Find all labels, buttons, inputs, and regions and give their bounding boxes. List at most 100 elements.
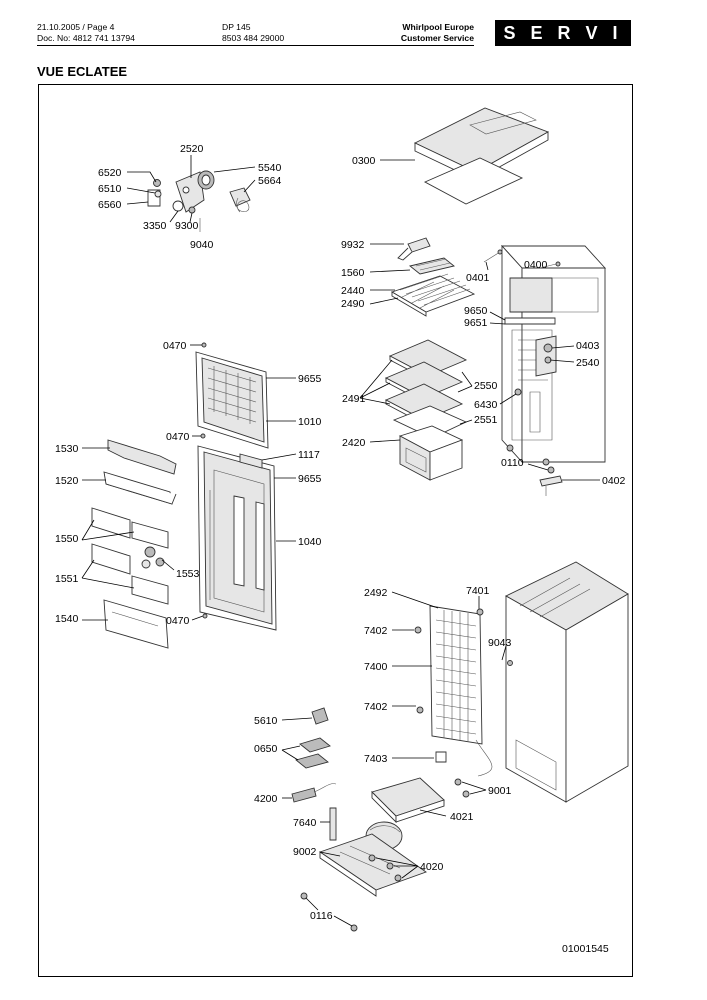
- screw-9043: [507, 660, 513, 666]
- top-cover-0300: [413, 107, 550, 205]
- label-0300: 0300: [352, 155, 376, 167]
- label-9655-top: 9655: [298, 373, 322, 385]
- label-6560: 6560: [98, 199, 122, 211]
- thermostat-screw: [188, 206, 196, 214]
- fasteners-9001: [454, 778, 470, 798]
- label-2440: 2440: [341, 285, 365, 297]
- label-0470-bottom: 0470: [166, 615, 190, 627]
- egg-tray-1553: [144, 546, 156, 558]
- label-9655-bottom: 9655: [298, 473, 322, 485]
- fridge-compartment: [511, 329, 553, 441]
- freezer-grid-2440: [390, 273, 476, 317]
- label-9300: 9300: [175, 220, 199, 232]
- hinge-0470-bottom: [202, 613, 208, 619]
- clip-7402-top: [414, 626, 422, 634]
- condenser-7400: [429, 605, 493, 777]
- label-5540: 5540: [258, 162, 282, 174]
- filter-drier-4200: [291, 783, 337, 803]
- service-badge: S E R V I C E: [495, 20, 631, 69]
- foot-parts: [539, 466, 563, 496]
- balcony-1540: [103, 599, 169, 649]
- hinge-0470-mid: [200, 433, 206, 439]
- balcony-1550-right: [131, 521, 169, 549]
- foot-right: [542, 458, 550, 466]
- label-1530: 1530: [55, 443, 79, 455]
- label-0402: 0402: [602, 475, 626, 487]
- cover-plate: [423, 157, 524, 205]
- freezer-door-liner: [201, 357, 265, 443]
- model-name: DP 145: [222, 22, 251, 32]
- label-1520: 1520: [55, 475, 79, 487]
- thermostat-assembly: [147, 170, 251, 232]
- label-3350: 3350: [143, 220, 167, 232]
- fridge-door: [197, 445, 277, 631]
- hinge-0470-top: [201, 342, 207, 348]
- label-1117: 1117: [298, 449, 320, 461]
- label-2420: 2420: [342, 437, 366, 449]
- foot-left: [506, 444, 514, 452]
- door-rib-right: [255, 501, 265, 591]
- balcony-1551-left: [91, 543, 131, 575]
- pipe-7640: [329, 807, 337, 841]
- label-0470-mid: 0470: [166, 431, 190, 443]
- evaporator-coil: [518, 339, 548, 381]
- label-0401: 0401: [466, 272, 490, 284]
- bracket-hole: [182, 186, 190, 194]
- thermostat-knob-inner: [201, 174, 211, 186]
- balcony-1530: [107, 439, 177, 475]
- compartment-divider: [504, 317, 556, 325]
- label-2491: 2491: [342, 393, 366, 405]
- label-2551: 2551: [474, 414, 498, 426]
- clip-7401: [476, 608, 484, 616]
- label-9932: 9932: [341, 239, 365, 251]
- label-6520: 6520: [98, 167, 122, 179]
- label-0116: 0116: [310, 910, 333, 922]
- ice-scraper-9932: [397, 237, 431, 261]
- page-title: VUE ECLATEE: [37, 64, 128, 79]
- rear-cabinet-side: [505, 595, 567, 803]
- label-2492: 2492: [364, 587, 388, 599]
- model-code: 8503 484 29000: [222, 33, 285, 43]
- label-7401: 7401: [466, 585, 490, 597]
- lamp-bulb: [172, 200, 184, 212]
- label-0400: 0400: [524, 259, 548, 271]
- label-4200: 4200: [254, 793, 278, 805]
- label-7402-bottom: 7402: [364, 701, 388, 713]
- label-2550: 2550: [474, 380, 498, 392]
- ice-tray-1560: [408, 257, 456, 275]
- leaders-top-left: [126, 155, 256, 223]
- label-6430: 6430: [474, 399, 498, 411]
- balcony-1550-left: [91, 507, 131, 539]
- diagram-frame: [38, 84, 633, 977]
- label-7402-top: 7402: [364, 625, 388, 637]
- label-2490: 2490: [341, 298, 365, 310]
- doc-number: Doc. No: 4812 741 13794: [37, 33, 135, 43]
- fridge-cabinet-top: [500, 244, 607, 466]
- label-4021: 4021: [450, 811, 474, 823]
- cabinet-front: [521, 267, 606, 463]
- lamp-part-6520: [153, 179, 161, 187]
- freezer-compartment: [509, 277, 553, 313]
- door-balconies: [91, 439, 177, 649]
- foot-0110: [547, 466, 555, 474]
- header-company: Whirlpool Europe Customer Service: [300, 22, 474, 44]
- switch-5540: [229, 187, 251, 207]
- label-9651: 9651: [464, 317, 488, 329]
- drain-7403: [435, 751, 447, 763]
- label-2540: 2540: [576, 357, 600, 369]
- label-1010: 1010: [298, 416, 322, 428]
- clip-7402-bottom: [416, 706, 424, 714]
- hinge-0400: [555, 261, 561, 267]
- relay-5610: [311, 707, 329, 725]
- glass-shelves: [384, 339, 468, 439]
- label-0403: 0403: [576, 340, 600, 352]
- label-9002: 9002: [293, 846, 317, 858]
- freezer-door: [195, 351, 269, 449]
- header-model: DP 145 8503 484 29000: [222, 22, 284, 44]
- label-9001: 9001: [488, 785, 512, 797]
- label-5610: 5610: [254, 715, 278, 727]
- lamp-part-6510: [154, 190, 162, 198]
- door-label-1117: [239, 453, 263, 469]
- label-2520: 2520: [180, 143, 204, 155]
